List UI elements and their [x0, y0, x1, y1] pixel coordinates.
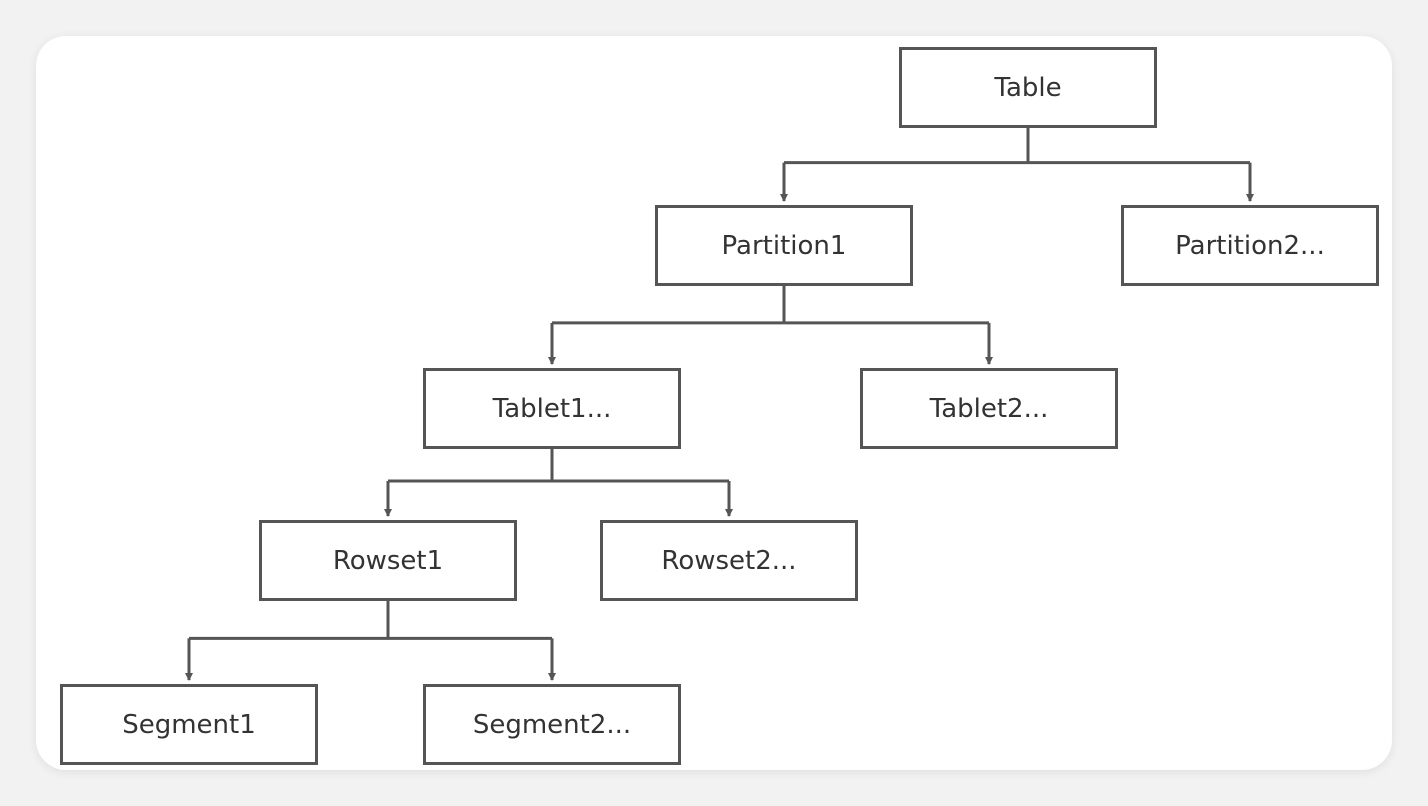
node-segment2-label: Segment2...	[472, 709, 632, 740]
node-partition2: Partition2...	[1121, 205, 1379, 286]
node-table-label: Table	[994, 72, 1062, 103]
node-segment1-label: Segment1	[122, 709, 256, 740]
node-tablet2: Tablet2...	[860, 368, 1118, 449]
node-tablet1-label: Tablet1...	[492, 393, 612, 424]
diagram-card	[36, 36, 1392, 770]
node-partition1-label: Partition1	[721, 230, 847, 261]
node-segment1: Segment1	[60, 684, 318, 765]
node-tablet1: Tablet1...	[423, 368, 681, 449]
node-partition1: Partition1	[655, 205, 913, 286]
node-rowset2: Rowset2...	[600, 520, 858, 601]
node-tablet2-label: Tablet2...	[929, 393, 1049, 424]
node-partition2-label: Partition2...	[1175, 230, 1325, 261]
node-rowset1-label: Rowset1	[332, 545, 444, 576]
node-rowset2-label: Rowset2...	[661, 545, 797, 576]
node-rowset1: Rowset1	[259, 520, 517, 601]
node-segment2: Segment2...	[423, 684, 681, 765]
node-table: Table	[899, 47, 1157, 128]
